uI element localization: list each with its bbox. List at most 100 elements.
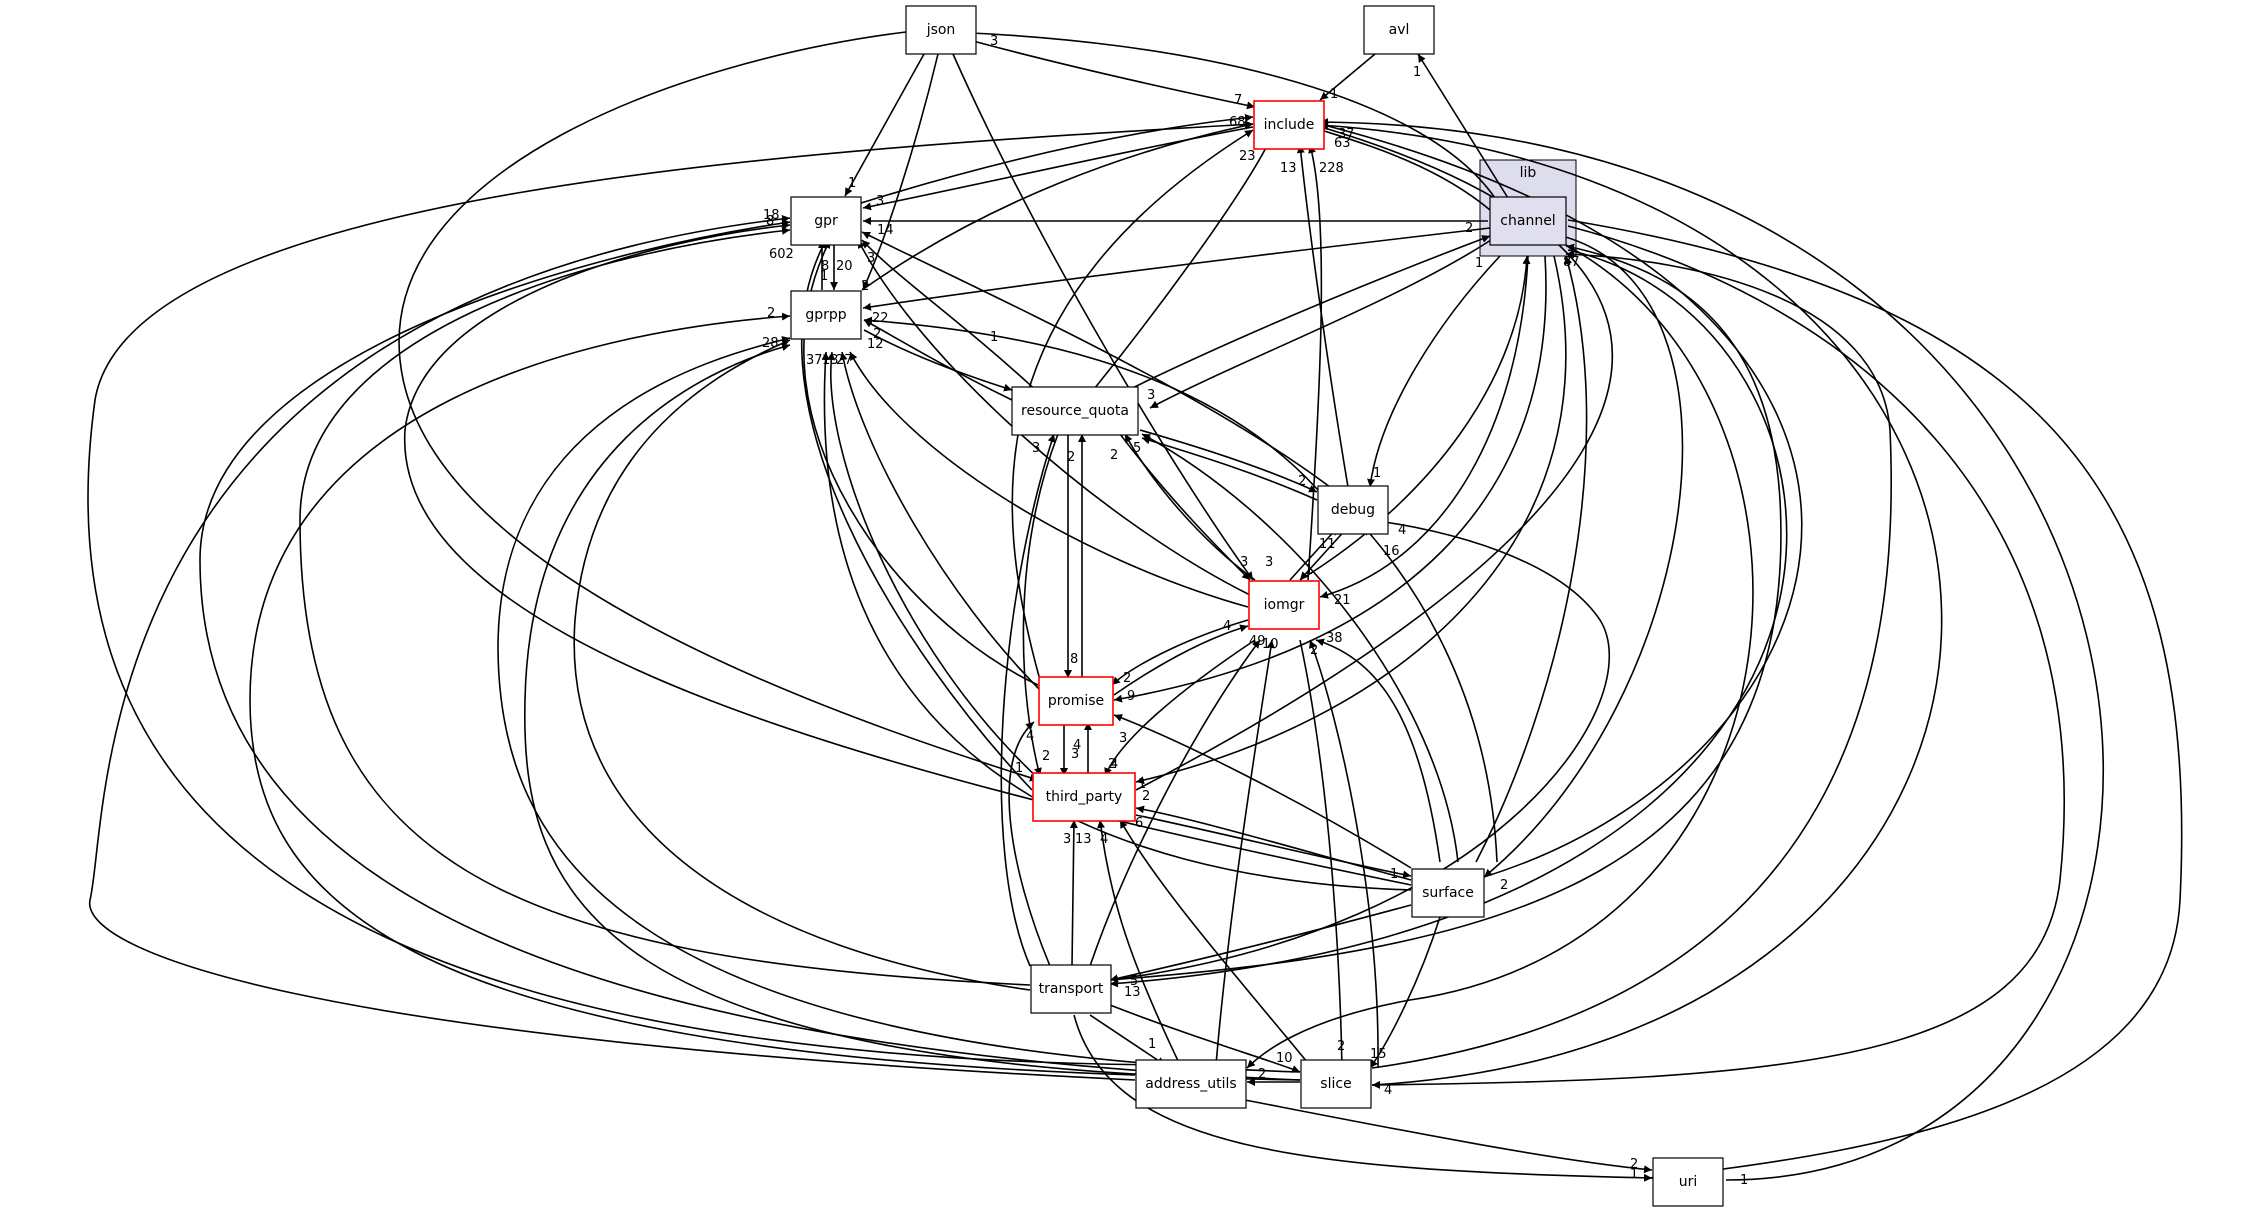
edge-rq-gpr[interactable] [861,239,1041,395]
edge-debug-rq[interactable] [1141,436,1318,501]
edge-channel-slice[interactable] [1371,225,2065,1089]
edge-iomgr-slice[interactable] [1299,639,1346,1069]
edge-slice-gpr[interactable] [199,219,1301,1081]
edge-surface-third-party[interactable] [1135,805,1412,881]
edge-transport-rq[interactable] [1000,433,1056,967]
edge-address-utils-third-party[interactable] [1097,819,1181,1066]
edge-transport-uri[interactable] [1073,1014,1653,1182]
edge-json-gprpp[interactable] [862,53,939,291]
node-gpr[interactable]: gpr [790,196,862,246]
edge-iomgr-channel[interactable] [1299,255,1531,581]
edge-channel-address-utils[interactable] [1246,244,1754,1069]
edge-transport-channel[interactable] [1109,243,1782,981]
edge-surface-slice[interactable] [1369,916,1441,1069]
edge-third-party-surface[interactable] [1135,814,1412,879]
node-resource-quota[interactable]: resource_quota [1011,386,1139,436]
edge-slice-channel[interactable] [1371,250,1892,1069]
edge-json-include[interactable] [943,32,1256,110]
edge-transport-iomgr[interactable] [1089,639,1261,967]
edge-address-utils-gpr[interactable] [88,214,1136,1081]
edge-iomgr-promise[interactable] [1111,619,1249,686]
edge-address-utils-uri[interactable] [1244,1099,1653,1174]
edge-transport-address-utils[interactable] [1089,1014,1166,1066]
edge-surface-transport[interactable] [1109,904,1412,983]
edge-channel-third-party[interactable] [1135,255,1567,785]
edge-iomgr-rq[interactable] [1124,433,1256,581]
edge-slice-gprpp[interactable] [523,343,1301,1081]
edge-uri-include[interactable] [1319,118,2104,1181]
edge-channel-include[interactable] [1311,125,1491,211]
node-uri[interactable]: uri [1652,1157,1724,1207]
edge-channel-avl[interactable] [1417,53,1509,199]
edge-surface-promise[interactable] [1113,714,1412,869]
edge-avl-include[interactable] [1319,53,1376,101]
edge-debug-gprpp[interactable] [863,316,1319,491]
edge-slice-third-party[interactable] [1119,819,1313,1069]
edge-rq-debug[interactable] [1139,429,1318,493]
edge-rq-third-party[interactable] [1022,433,1059,777]
edge-labels: 3 7 1 1 1 68 23 13 228 63 37 18 8 3 14 6… [762,34,1748,1188]
node-slice[interactable]: slice [1300,1059,1372,1109]
edge-iomgr-third-party[interactable] [1104,639,1256,777]
node-json[interactable]: json [905,5,977,55]
edge-transport-gpr[interactable] [299,226,1031,986]
edge-channel-uri[interactable] [1567,219,2183,1182]
edge-iomgr-debug[interactable] [1289,526,1339,581]
edge-channel-iomgr[interactable] [1319,255,1529,599]
edge-iomgr-gprpp[interactable] [849,351,1249,608]
edge-label-transport-b: 13 [1124,985,1141,1000]
edge-json-third-party[interactable] [398,31,1039,782]
edge-transport-gprpp[interactable] [573,339,1031,991]
node-third-party[interactable]: third_party [1032,772,1136,822]
edge-transport-promise[interactable] [1008,721,1051,967]
edge-debug-include[interactable] [1296,144,1349,488]
node-promise[interactable]: promise [1038,676,1114,726]
edge-surface-include[interactable] [1319,122,1803,878]
edge-channel-transport[interactable] [1109,249,1788,988]
edge-json-gpr[interactable] [844,53,925,197]
edge-gpr-include[interactable] [860,113,1254,204]
edge-surface-channel[interactable] [1475,255,1588,863]
edge-rq-channel[interactable] [1119,235,1491,395]
node-address-utils[interactable]: address_utils [1135,1059,1247,1109]
edge-address-utils-iomgr[interactable] [1215,639,1275,1066]
edge-surface-rq[interactable] [1141,433,1459,863]
node-iomgr[interactable]: iomgr [1248,580,1320,630]
edge-channel-json[interactable] [945,28,1496,199]
edge-address-utils-include[interactable] [87,120,1254,1066]
edge-surface-debug[interactable] [1363,526,1498,863]
node-avl[interactable]: avl [1363,5,1435,55]
edge-surface-gprpp[interactable] [821,351,1412,891]
edge-channel-surface[interactable] [1483,235,1684,878]
edge-channel-gprpp[interactable] [862,227,1491,311]
edge-gprpp-include[interactable] [861,121,1254,291]
edge-iomgr-include[interactable] [1307,144,1323,581]
node-debug[interactable]: debug [1317,485,1389,535]
node-transport[interactable]: transport [1030,964,1112,1014]
edge-debug-iomgr[interactable] [1299,526,1349,581]
edge-channel-debug[interactable] [1367,255,1501,488]
edge-rq-include[interactable] [1089,139,1271,395]
node-surface[interactable]: surface [1411,868,1485,918]
edge-third-party-gprpp[interactable] [827,351,1041,781]
edge-transport-slice[interactable] [1109,1004,1301,1073]
edge-channel-rq[interactable] [1149,237,1495,409]
node-gprpp[interactable]: gprpp [790,290,862,340]
edge-include-gpr[interactable] [862,126,1254,211]
edge-transport-third-party[interactable] [1069,819,1078,967]
edge-label-slice-b: 2 [1337,1039,1345,1054]
edge-surface-iomgr[interactable] [1315,638,1441,863]
edge-slice-iomgr[interactable] [1309,639,1379,1069]
edge-address-utils-gprpp[interactable] [249,312,1136,1076]
edge-promise-gprpp[interactable] [839,351,1041,691]
edge-rq-gprpp[interactable] [863,319,1013,401]
node-include[interactable]: include [1253,100,1325,150]
node-channel[interactable]: channel [1489,196,1567,246]
edge-gprpp-rq[interactable] [863,329,1013,392]
edge-promise-iomgr[interactable] [1113,624,1249,696]
edge-label-rq-d: 2 [1067,450,1075,465]
edge-transport-debug[interactable] [1109,517,1610,981]
edge-channel-promise[interactable] [1113,255,1547,703]
edge-slice-gprpp-b[interactable] [497,336,1301,1073]
edge-slice-include[interactable] [1319,121,1943,1086]
